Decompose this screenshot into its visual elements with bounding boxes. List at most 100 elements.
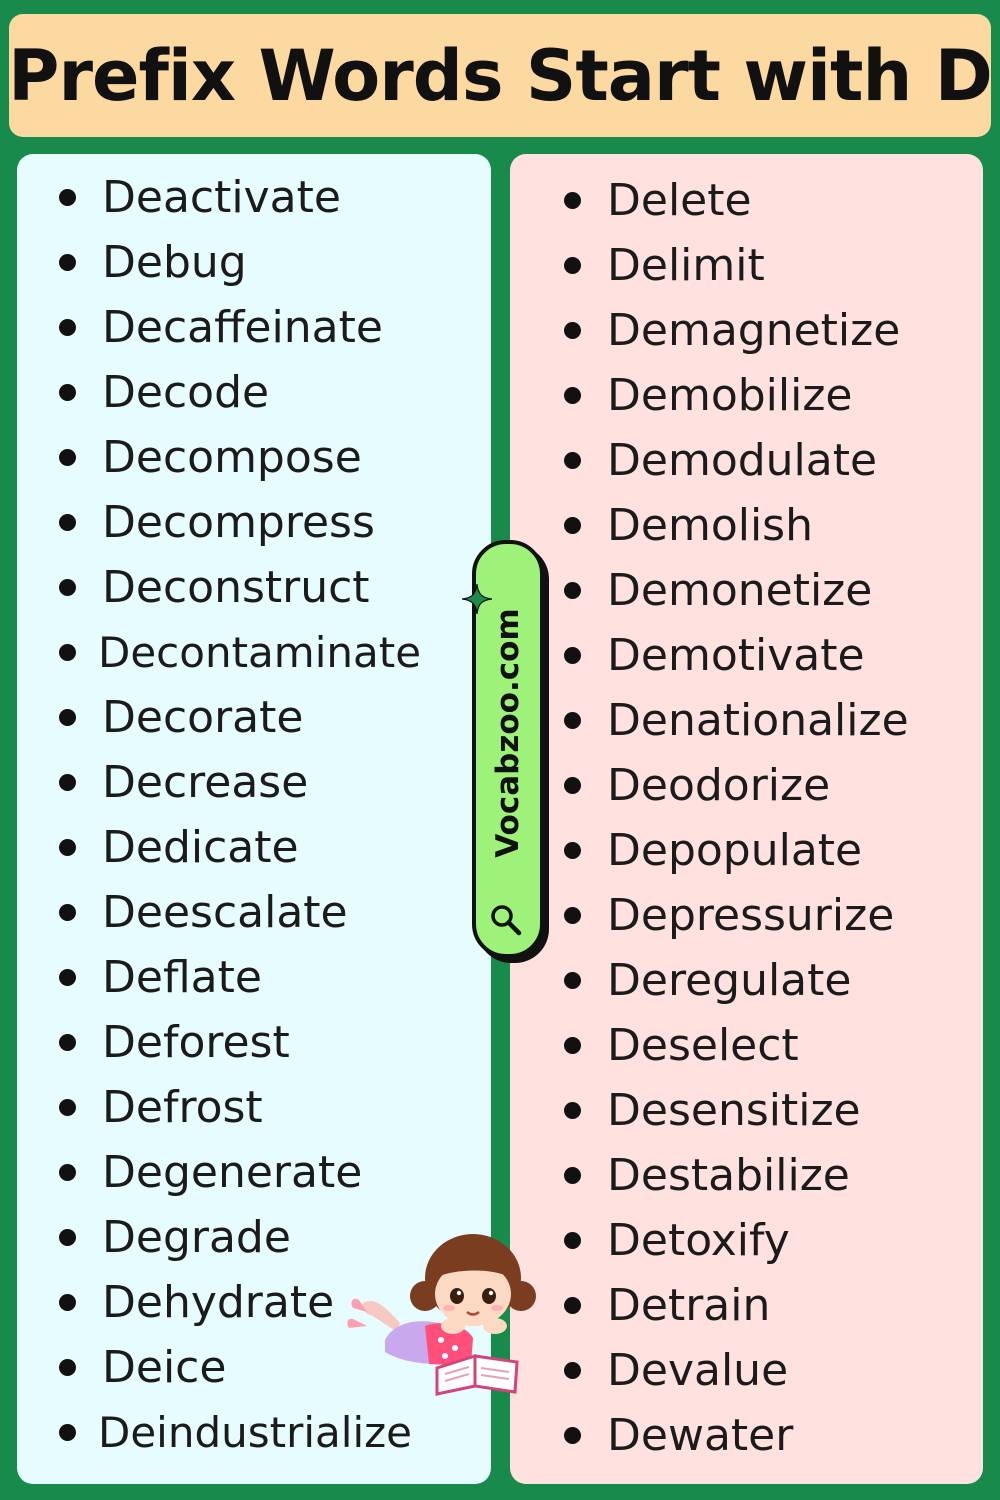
left-word-panel: Deactivate Debug Decaffeinate Decode Dec… [17,154,491,1484]
badge-text: Vocabzoo.com [490,607,526,858]
bullet-icon [564,1427,581,1444]
list-item: Devalue [510,1338,983,1403]
list-item: Dewater [510,1403,983,1468]
bullet-icon [564,907,581,924]
list-item: Delete [510,168,983,233]
word-label: Demolish [607,500,813,551]
word-label: Depopulate [607,825,863,876]
word-label: Decorate [102,692,304,743]
word-label: Destabilize [607,1150,850,1201]
bullet-icon [564,387,581,404]
list-item: Detoxify [510,1208,983,1273]
list-item: Defrost [17,1075,491,1140]
word-label: Demobilize [607,370,853,421]
word-label: Dewater [607,1410,794,1461]
list-item: Decontaminate [17,620,491,685]
girl-reading-illustration [347,1234,536,1396]
bullet-icon [59,514,76,531]
bullet-icon [564,322,581,339]
list-item: Desensitize [510,1078,983,1143]
bullet-icon [564,647,581,664]
bullet-icon [564,1167,581,1184]
bullet-icon [59,189,76,206]
bullet-icon [564,712,581,729]
bullet-icon [564,777,581,794]
word-label: Deforest [102,1017,290,1068]
list-item: Demolish [510,493,983,558]
list-item: Destabilize [510,1143,983,1208]
list-item: Deodorize [510,753,983,818]
sparkle-icon [462,584,492,614]
list-item: Detrain [510,1273,983,1338]
bullet-icon [59,644,76,661]
list-item: Depopulate [510,818,983,883]
page-title: Prefix Words Start with D [8,34,993,117]
list-item: Dedicate [17,815,491,880]
list-item: Demonetize [510,558,983,623]
word-label: Demagnetize [607,305,901,356]
list-item: Decaffeinate [17,295,491,360]
word-label: Detoxify [607,1215,790,1266]
list-item: Depressurize [510,883,983,948]
list-item: Denationalize [510,688,983,753]
title-banner: Prefix Words Start with D [8,14,993,137]
list-item: Deconstruct [17,555,491,620]
bullet-icon [59,579,76,596]
word-label: Denationalize [607,695,909,746]
word-label: Desensitize [607,1085,861,1136]
bullet-icon [564,972,581,989]
list-item: Decorate [17,685,491,750]
list-item: Decode [17,360,491,425]
list-item: Deregulate [510,948,983,1013]
word-label: Demodulate [607,435,878,486]
word-label: Deflate [102,952,262,1003]
bullet-icon [59,1099,76,1116]
bullet-icon [59,774,76,791]
bullet-icon [59,1034,76,1051]
word-label: Decaffeinate [102,302,383,353]
list-item: Dehydrate [17,1270,491,1335]
list-item: Demodulate [510,428,983,493]
word-label: Deconstruct [102,562,370,613]
word-label: Decompress [102,497,375,548]
word-label: Defrost [102,1082,263,1133]
bullet-icon [59,709,76,726]
bullet-icon [564,452,581,469]
bullet-icon [59,319,76,336]
word-label: Deactivate [102,172,341,223]
word-label: Dedicate [102,822,299,873]
bullet-icon [59,1359,76,1376]
bullet-icon [59,969,76,986]
bullet-icon [564,582,581,599]
bullet-icon [59,254,76,271]
word-label: Demotivate [607,630,865,681]
bullet-icon [564,1297,581,1314]
list-item: Delimit [510,233,983,298]
bullet-icon [564,1037,581,1054]
word-label: Demonetize [607,565,873,616]
list-item: Debug [17,230,491,295]
word-label: Degrade [102,1212,291,1263]
right-word-panel: Delete Delimit Demagnetize Demobilize De… [510,154,983,1484]
bullet-icon [59,904,76,921]
word-label: Degenerate [102,1147,363,1198]
word-label: Detrain [607,1280,771,1331]
search-icon [491,905,522,936]
list-item: Deactivate [17,165,491,230]
list-item: Decompress [17,490,491,555]
word-label: Deselect [607,1020,799,1071]
bullet-icon [59,839,76,856]
list-item: Deescalate [17,880,491,945]
list-item: Degenerate [17,1140,491,1205]
bullet-icon [59,1164,76,1181]
right-word-list: Delete Delimit Demagnetize Demobilize De… [510,168,983,1468]
word-label: Depressurize [607,890,895,941]
list-item: Degrade [17,1205,491,1270]
watermark-badge: Vocabzoo.com [462,540,544,958]
list-item: Deforest [17,1010,491,1075]
bullet-icon [564,257,581,274]
list-item: Decrease [17,750,491,815]
word-label: Decontaminate [98,628,422,677]
word-label: Delimit [607,240,765,291]
bullet-icon [59,449,76,466]
